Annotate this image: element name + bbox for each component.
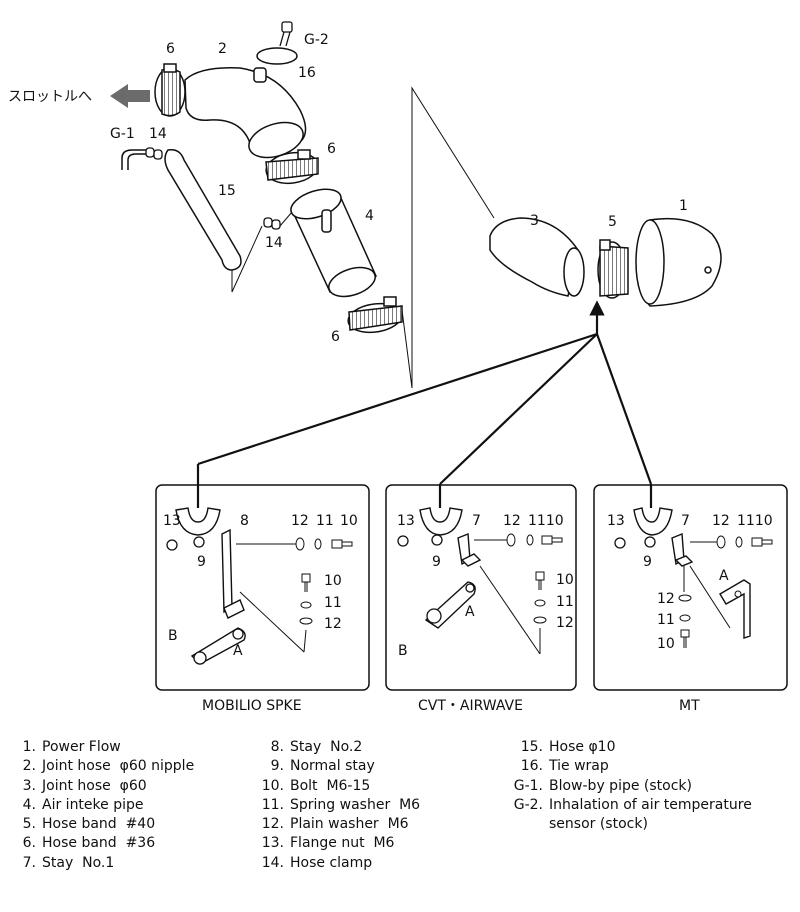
callout-6-middle: 6 [327,141,336,157]
p1-v10: 10 [324,573,342,589]
joint-hose-60 [489,217,585,297]
list-item: 11.Spring washer M6 [261,796,421,813]
power-flow-filter [635,217,722,307]
p1-v12: 12 [324,616,342,632]
p2-a: A [465,604,475,620]
p2-13: 13 [397,513,415,529]
list-item: 3.Joint hose φ60 [22,777,147,794]
p2-v10: 10 [556,572,574,588]
panel-cvt-airwave: 13 7 12 1110 9 10 11 12 A B CVT・AIRWAVE [385,484,577,714]
p2-v12: 12 [556,615,574,631]
hose-band-36-bottom [347,296,403,334]
callout-3: 3 [530,213,539,229]
p2-12: 12 [503,513,521,529]
p3-v10: 10 [657,636,675,652]
air-intake-pipe [290,188,378,298]
list-item: 2.Joint hose φ60 nipple [22,758,195,775]
list-item: 10.Bolt M6-15 [261,777,371,794]
callout-2: 2 [218,41,227,57]
p3-9: 9 [643,554,652,570]
p1-b: B [168,628,178,644]
list-item: 4.Air inteke pipe [22,796,144,813]
parts-list-column-3: 15.Hose φ10 16.Tie wrap G-1.Blow-by pipe… [505,738,787,834]
list-item: 8.Stay No.2 [270,739,363,755]
hose-clamp-top [145,147,163,160]
p2-9: 9 [432,554,441,570]
p1-a: A [233,643,243,659]
panel-mt: 13 7 12 1110 9 A 12 11 10 MT [593,484,788,714]
p3-12: 12 [712,513,730,529]
joint-hose-nipple-elbow [184,67,307,159]
p1-12: 12 [291,513,309,529]
assembly-guide-lines [231,86,495,389]
list-item: 5.Hose band #40 [22,816,156,833]
to-throttle-label: スロットルへ [8,89,92,105]
p3-7: 7 [681,513,690,529]
hose-clamp-side [263,217,281,230]
p3-1110: 1110 [737,513,773,529]
callout-6-bottom: 6 [331,329,340,345]
p1-10: 10 [340,513,358,529]
callout-1: 1 [679,198,688,214]
hose-band-36-middle [265,149,319,185]
p3-v11: 11 [657,612,675,628]
p1-8: 8 [240,513,249,529]
hose-band-36-top [154,63,186,117]
list-item: 15.Hose φ10 [520,739,616,755]
list-item: 6.Hose band #36 [22,835,156,852]
callout-15: 15 [218,183,236,199]
blow-by-pipe [121,149,148,170]
hose-band-40 [597,239,629,299]
p1-9: 9 [197,554,206,570]
list-item: G-1.Blow-by pipe (stock) [513,777,692,794]
parts-list-column-1: 1.Power Flow 2.Joint hose φ60 nipple 3.J… [0,738,195,873]
tie-wrap [256,47,298,65]
callout-4: 4 [365,208,374,224]
p1-11: 11 [316,513,334,529]
p2-v11: 11 [556,594,574,610]
air-temp-sensor [279,21,293,47]
p2-b: B [398,643,408,659]
p3-13: 13 [607,513,625,529]
p2-caption: CVT・AIRWAVE [418,698,523,714]
pointer-arrows [196,300,653,508]
list-item: 16.Tie wrap [520,758,609,775]
p2-1110: 1110 [528,513,564,529]
callout-14-top: 14 [149,126,167,142]
list-item: 7.Stay No.1 [22,854,115,871]
p3-a: A [719,568,729,584]
list-item: 14.Hose clamp [261,854,373,871]
parts-list-column-2: 8.Stay No.2 9.Normal stay 10.Bolt M6-15 … [246,738,420,873]
callout-g2: G-2 [304,32,329,48]
p1-v11: 11 [324,595,342,611]
callout-5: 5 [608,214,617,230]
list-item: 9.Normal stay [270,758,375,775]
list-item: 13.Flange nut M6 [261,835,395,852]
panel-mobilio-spke: 13 8 12 11 10 9 10 11 12 A B MOBILIO SPK… [155,484,370,714]
list-item: 1.Power Flow [22,739,121,755]
p2-7: 7 [472,513,481,529]
p1-13: 13 [163,513,181,529]
callout-16: 16 [298,65,316,81]
p3-caption: MT [679,698,700,714]
callout-g1: G-1 [110,126,135,142]
callout-14-side: 14 [265,235,283,251]
to-throttle-arrow [110,84,150,108]
callout-6-top: 6 [166,41,175,57]
hose-10 [164,148,242,271]
list-item: 12.Plain washer M6 [261,816,409,833]
list-item: G-2.Inhalation of air temperature sensor… [513,796,752,832]
p3-v12: 12 [657,591,675,607]
p1-caption: MOBILIO SPKE [202,698,302,714]
